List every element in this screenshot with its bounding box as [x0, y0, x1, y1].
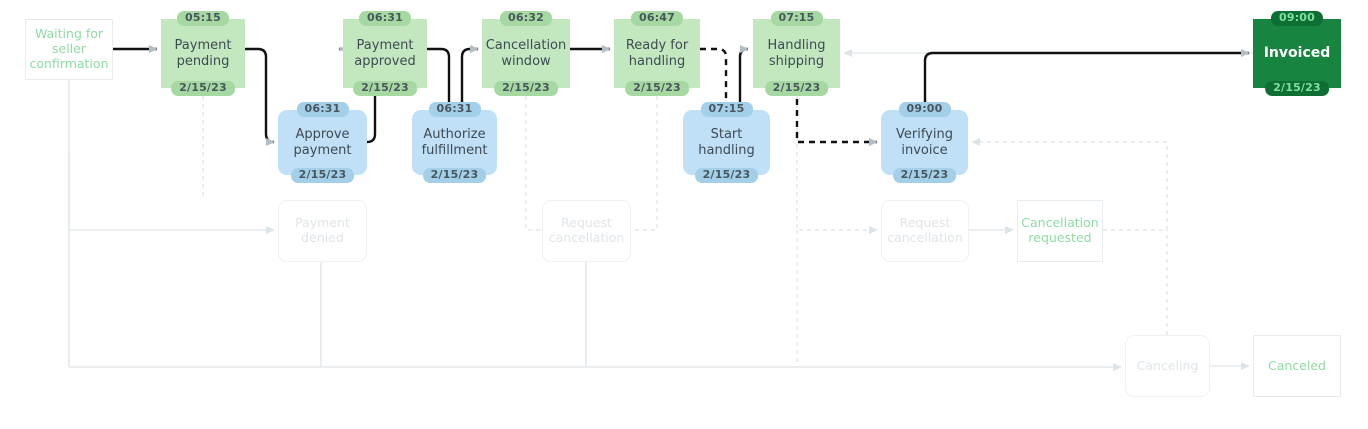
node-label: Invoiced	[1263, 45, 1331, 62]
edge-pa-to-authorize	[427, 47, 451, 110]
edge-hs-to-verifying	[795, 88, 878, 146]
node-time-badge: 06:31	[428, 102, 481, 117]
node-time-badge: 06:31	[358, 11, 412, 26]
node-date-badge: 2/15/23	[290, 168, 355, 183]
node-date-badge: 2/15/23	[764, 81, 829, 96]
node-time-badge: 06:32	[499, 11, 553, 26]
node-time-badge: 05:15	[176, 11, 230, 26]
edge-pp-to-approve	[245, 47, 275, 146]
edge-verifying-to-invoiced	[923, 49, 1250, 110]
node-date-badge: 2/15/23	[422, 168, 487, 183]
node-canceling[interactable]: Canceling	[1125, 335, 1210, 397]
edge-start-to-hs	[738, 45, 749, 110]
edge-to-payment-denied	[68, 152, 275, 234]
node-invoiced[interactable]: Invoiced 09:00 2/15/23	[1253, 11, 1341, 96]
node-time-badge: 06:47	[630, 11, 684, 26]
node-label: Canceled	[1268, 357, 1326, 373]
node-date-badge: 2/15/23	[171, 81, 235, 96]
edge-authorize-to-cw	[460, 45, 479, 110]
node-date-badge: 2/15/23	[353, 81, 417, 96]
edge-cr-to-verifying	[971, 138, 1168, 231]
node-date-badge: 2/15/23	[494, 81, 558, 96]
node-date-badge: 2/15/23	[625, 81, 689, 96]
node-time-badge: 07:15	[700, 102, 753, 117]
node-time-badge: 09:00	[1270, 11, 1324, 26]
node-time-badge: 09:00	[898, 102, 951, 117]
node-date-badge: 2/15/23	[694, 168, 759, 183]
node-time-badge: 07:15	[770, 11, 823, 26]
node-date-badge: 2/15/23	[1265, 81, 1329, 96]
edge-rfh-to-start	[700, 47, 728, 110]
node-canceled[interactable]: Canceled	[1253, 335, 1341, 397]
edge-hs-to-reqcancel2	[796, 88, 878, 234]
node-date-badge: 2/15/23	[892, 168, 957, 183]
node-label: Canceling	[1136, 357, 1199, 373]
node-time-badge: 06:31	[296, 102, 349, 117]
